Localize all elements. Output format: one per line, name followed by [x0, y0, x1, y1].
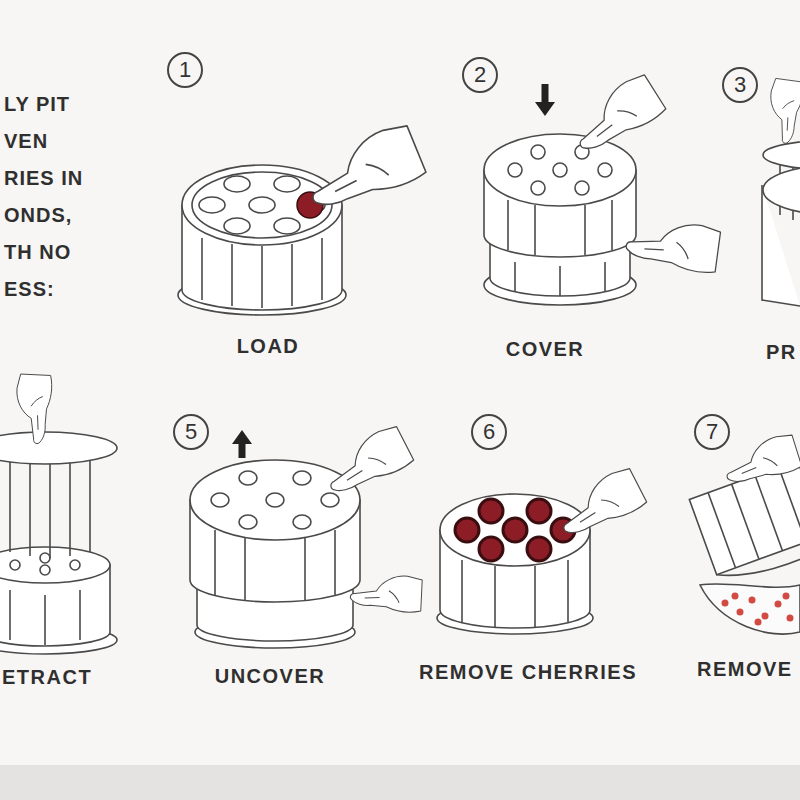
step-label: REMOVE CHERRIES: [419, 660, 637, 684]
step-number-text: 2: [474, 62, 486, 88]
hand: [299, 121, 427, 214]
pitter-load: [178, 165, 346, 315]
hand: [564, 71, 667, 157]
number-circle-outline: [174, 415, 208, 449]
pitter-cover: [484, 134, 636, 305]
step-number-text: 6: [483, 419, 495, 445]
step-number: 6: [470, 413, 508, 451]
pitter-press: [762, 140, 800, 306]
hand: [551, 465, 647, 541]
down-arrow: [535, 84, 555, 116]
step-number-text: 3: [734, 72, 746, 98]
number-circle-outline: [463, 58, 497, 92]
step-number: 3: [721, 66, 759, 104]
step-label: COVER: [506, 337, 585, 361]
hand: [624, 213, 723, 274]
number-circle-outline: [723, 68, 757, 102]
step-number-text: 7: [706, 419, 718, 445]
heading-text: LY PIT VEN RIES IN ONDS, TH NO ESS:: [4, 86, 96, 308]
step-label: ETRACT: [2, 665, 92, 689]
pits: [722, 593, 794, 626]
step-number: 7: [693, 413, 731, 451]
pit-tray: [700, 584, 800, 634]
step-number-text: 1: [179, 57, 191, 83]
hand: [12, 373, 52, 445]
pitter-open: [437, 494, 593, 634]
step-number: 1: [166, 51, 204, 89]
paper-edge: [0, 765, 800, 800]
step-number: 2: [461, 56, 499, 94]
hand: [763, 77, 800, 145]
hand: [720, 432, 800, 488]
step-label: UNCOVER: [215, 664, 326, 688]
pitter-retract: [0, 432, 117, 654]
number-circle-outline: [472, 415, 506, 449]
step-label: LOAD: [237, 334, 300, 358]
cherries: [455, 499, 575, 561]
step-label: PR: [766, 340, 797, 364]
step-label: REMOVE: [697, 657, 793, 681]
up-arrow: [232, 430, 252, 458]
number-circle-outline: [695, 415, 729, 449]
hand: [318, 423, 414, 499]
step-number-text: 5: [185, 419, 197, 445]
number-circle-outline: [168, 53, 202, 87]
hand: [349, 571, 423, 613]
step-number: 5: [172, 413, 210, 451]
